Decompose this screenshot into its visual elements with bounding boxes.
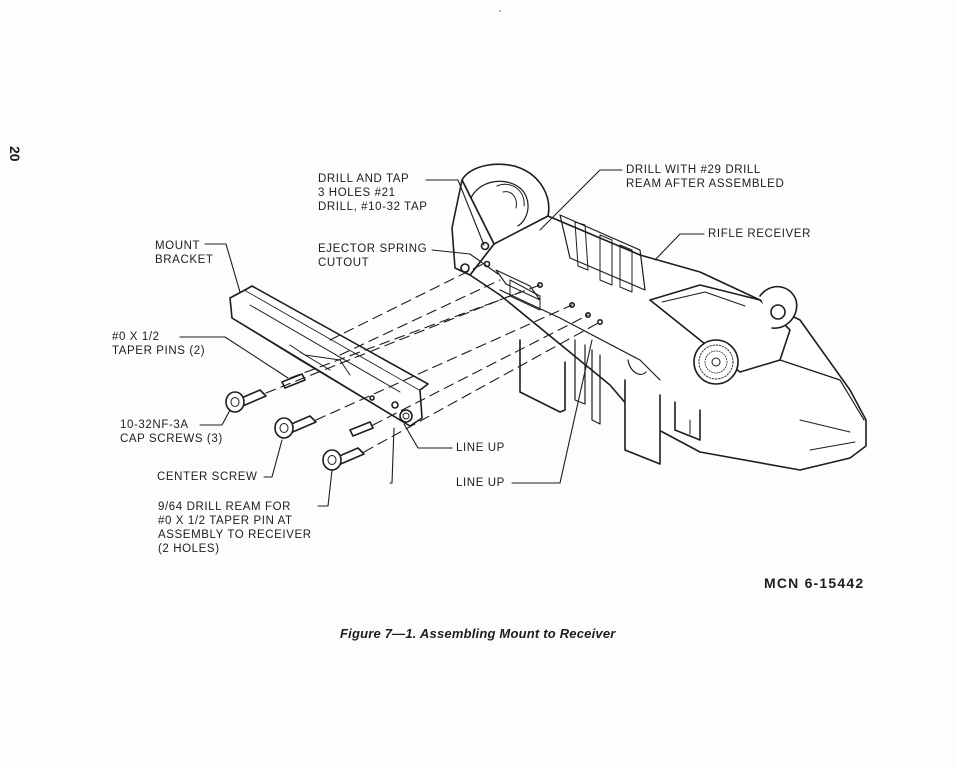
callout-drill-with-29: DRILL WITH #29 DRILL REAM AFTER ASSEMBLE… <box>626 164 785 190</box>
callout-line-up-upper: LINE UP <box>456 442 505 454</box>
mount-bracket-drawing <box>229 285 429 427</box>
callout-ejector-spring-cutout: EJECTOR SPRING CUTOUT <box>318 243 428 269</box>
callout-mount-bracket: MOUNT BRACKET <box>155 240 214 266</box>
scan-speck <box>499 10 501 12</box>
figure-caption: Figure 7—1. Assembling Mount to Receiver <box>340 626 616 641</box>
rifle-receiver-drawing <box>451 163 867 471</box>
cap-screw-lower <box>322 447 365 471</box>
figure-mcn-number: MCN 6-15442 <box>764 575 865 591</box>
callout-drill-and-tap: DRILL AND TAP 3 HOLES #21 DRILL, #10-32 … <box>318 173 428 213</box>
assembly-lines <box>265 262 601 453</box>
leader-lines <box>179 169 705 507</box>
callout-drill-ream: 9/64 DRILL REAM FOR #0 x 1/2 TAPER PIN A… <box>158 501 312 555</box>
cap-screw-center <box>274 415 317 439</box>
callout-taper-pins: #0 x 1/2 TAPER PINS (2) <box>112 331 206 357</box>
callout-rifle-receiver: RIFLE RECEIVER <box>708 228 811 240</box>
callout-line-up-lower: LINE UP <box>456 477 505 489</box>
callout-cap-screws: 10-32NF-3A CAP SCREWS (3) <box>120 419 223 445</box>
callout-center-screw: CENTER SCREW <box>157 471 258 483</box>
cap-screw-upper <box>225 389 267 413</box>
cap-screws-drawing <box>225 389 365 471</box>
